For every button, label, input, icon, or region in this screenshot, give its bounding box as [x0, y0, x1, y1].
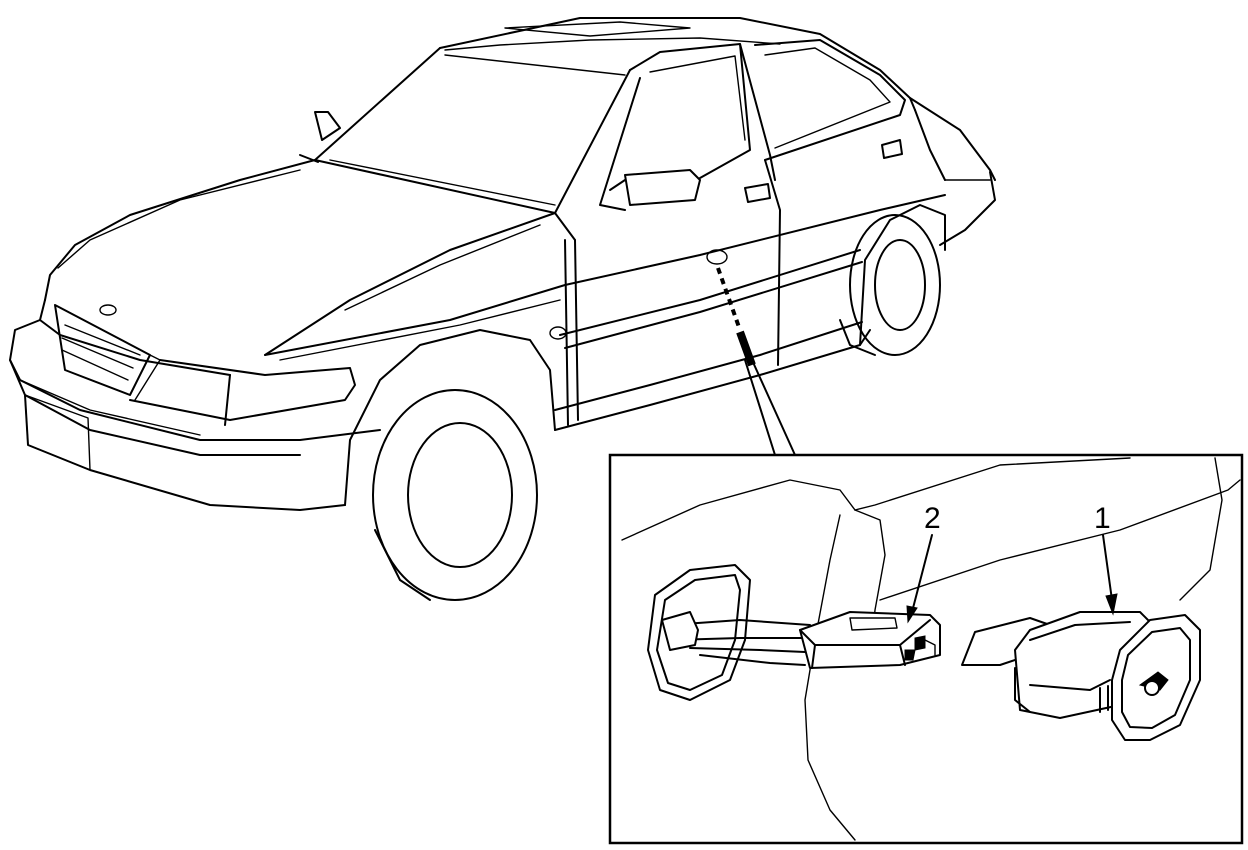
callout-2: 2 — [906, 502, 941, 624]
callout-1: 1 — [1094, 502, 1118, 616]
location-leader — [716, 267, 796, 456]
car-illustration — [9, 17, 996, 601]
switch-assembly — [961, 611, 1201, 741]
inset-detail: 2 1 — [608, 453, 1244, 845]
callout-label-1: 1 — [1094, 502, 1111, 535]
callout-label-2: 2 — [924, 502, 941, 535]
connector — [799, 611, 941, 669]
